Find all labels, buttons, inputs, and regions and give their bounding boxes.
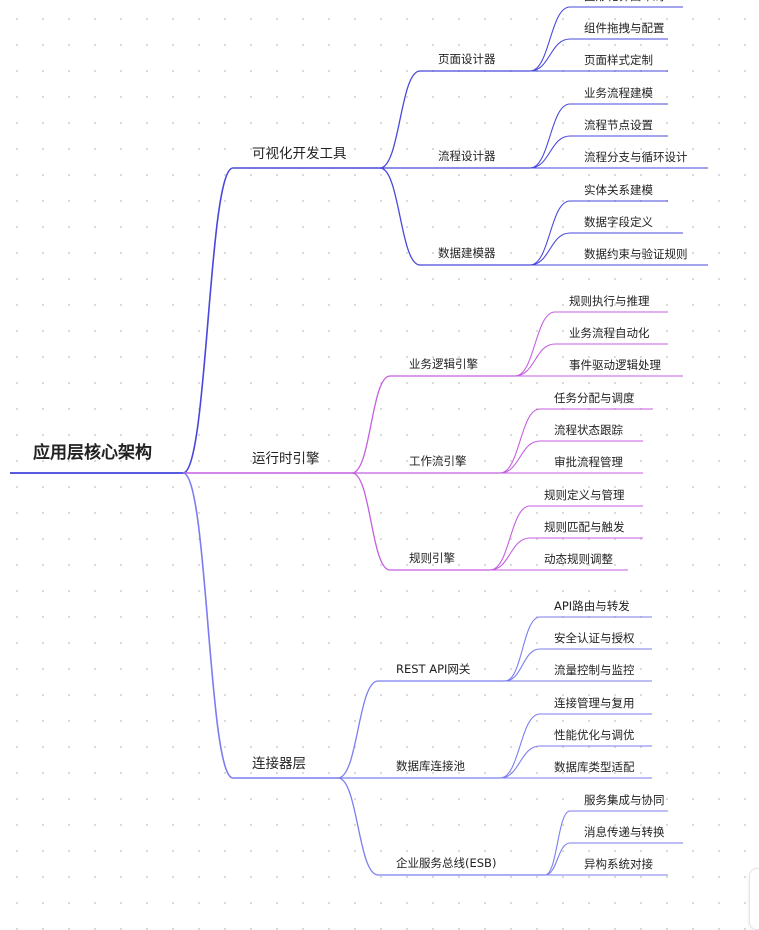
leaf-node-label[interactable]: 图形化界面布局 — [584, 0, 665, 3]
leaf-node-label[interactable]: 任务分配与调度 — [554, 391, 635, 405]
leaf-connector — [529, 135, 571, 169]
root-node-label[interactable]: 应用层核心架构 — [33, 442, 152, 463]
leaf-node-label[interactable]: 服务集成与协同 — [584, 793, 665, 807]
leaf-node-label[interactable]: 性能优化与调优 — [554, 728, 635, 742]
leaf-connector — [499, 745, 541, 779]
branch-node-label[interactable]: 可视化开发工具 — [252, 146, 347, 162]
leaf-node-label[interactable]: 规则定义与管理 — [544, 488, 625, 502]
child-node-label[interactable]: 数据建模器 — [438, 246, 496, 260]
leaf-connector — [544, 810, 571, 876]
leaf-connector — [529, 6, 571, 72]
leaf-node-label[interactable]: 业务流程建模 — [584, 86, 653, 100]
leaf-connector — [514, 311, 556, 377]
leaf-node-label[interactable]: 异构系统对接 — [584, 857, 653, 871]
child-node-label[interactable]: 规则引擎 — [409, 551, 455, 565]
leaf-connector — [529, 103, 571, 169]
child-node-label[interactable]: 企业服务总线(ESB) — [396, 856, 496, 870]
child-node-label[interactable]: 业务逻辑引擎 — [409, 357, 478, 371]
child-connector — [351, 375, 391, 474]
branch-connector — [182, 472, 234, 779]
leaf-node-label[interactable]: 连接管理与复用 — [554, 696, 635, 710]
child-node-label[interactable]: 数据库连接池 — [396, 759, 465, 773]
leaf-node-label[interactable]: API路由与转发 — [554, 599, 630, 613]
child-connector — [379, 167, 421, 266]
leaf-connector — [529, 232, 571, 266]
leaf-connector — [529, 200, 571, 266]
leaf-node-label[interactable]: 规则匹配与触发 — [544, 520, 625, 534]
branch-node-label[interactable]: 连接器层 — [252, 755, 306, 772]
leaf-node-label[interactable]: 事件驱动逻辑处理 — [569, 358, 661, 372]
leaf-connector — [504, 648, 541, 682]
leaf-connector — [499, 408, 541, 474]
child-node-label[interactable]: 流程设计器 — [438, 149, 496, 163]
child-node-label[interactable]: 工作流引擎 — [409, 454, 467, 468]
leaf-connector — [499, 713, 541, 779]
leaf-node-label[interactable]: 流程状态跟踪 — [554, 423, 623, 437]
leaf-connector — [514, 343, 556, 377]
leaf-node-label[interactable]: 消息传递与转换 — [584, 825, 665, 839]
leaf-node-label[interactable]: 流量控制与监控 — [554, 663, 635, 677]
leaf-node-label[interactable]: 页面样式定制 — [584, 53, 653, 67]
leaf-connector — [529, 38, 571, 72]
branch-node-label[interactable]: 运行时引擎 — [252, 451, 320, 467]
leaf-node-label[interactable]: 业务流程自动化 — [569, 326, 650, 340]
leaf-node-label[interactable]: 数据约束与验证规则 — [584, 247, 688, 261]
child-node-label[interactable]: REST API网关 — [396, 662, 471, 676]
leaf-connector — [544, 842, 571, 876]
child-connector — [351, 472, 391, 571]
leaf-connector — [504, 616, 541, 682]
leaf-node-label[interactable]: 组件拖拽与配置 — [584, 21, 665, 35]
leaf-node-label[interactable]: 规则执行与推理 — [569, 294, 650, 308]
leaf-node-label[interactable]: 数据字段定义 — [584, 215, 653, 229]
child-connector — [337, 680, 379, 779]
leaf-connector — [499, 440, 541, 474]
leaf-node-label[interactable]: 审批流程管理 — [554, 455, 623, 469]
leaf-node-label[interactable]: 动态规则调整 — [544, 552, 613, 566]
branch-connector — [182, 167, 234, 474]
leaf-node-label[interactable]: 流程分支与循环设计 — [584, 150, 688, 164]
leaf-node-label[interactable]: 流程节点设置 — [584, 118, 653, 132]
leaf-node-label[interactable]: 安全认证与授权 — [554, 631, 635, 645]
child-connector — [379, 70, 421, 169]
child-connector — [337, 777, 379, 876]
leaf-node-label[interactable]: 数据库类型适配 — [554, 760, 635, 774]
leaf-connector — [489, 537, 531, 571]
leaf-node-label[interactable]: 实体关系建模 — [584, 183, 653, 197]
leaf-connector — [489, 505, 531, 571]
child-node-label[interactable]: 页面设计器 — [438, 52, 496, 66]
